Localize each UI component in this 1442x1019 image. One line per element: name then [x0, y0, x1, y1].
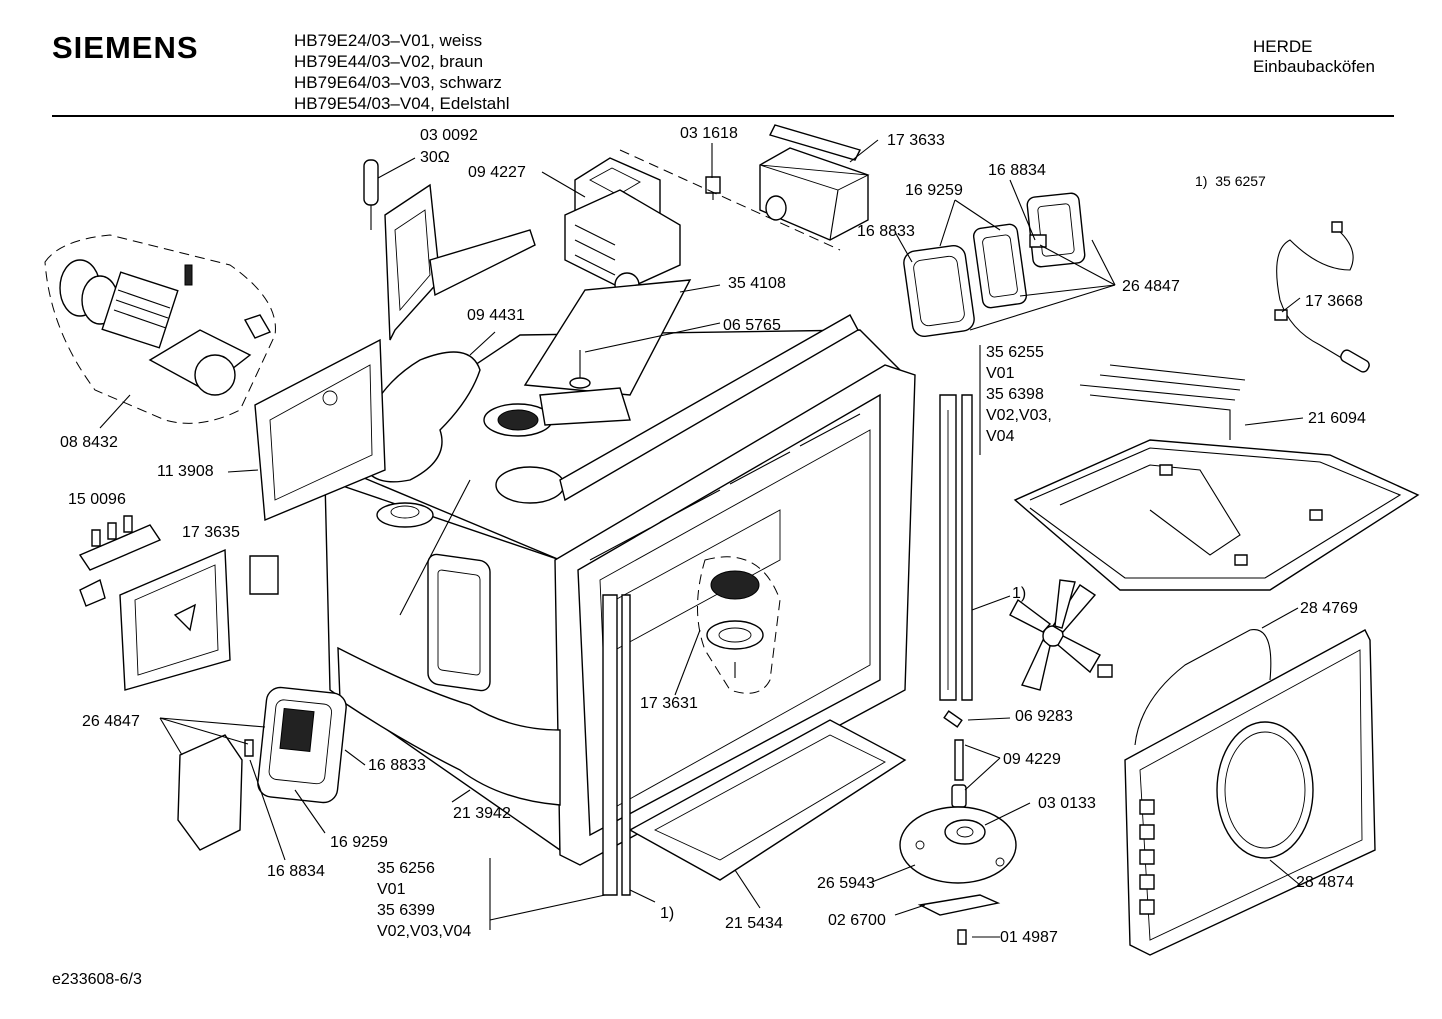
part-label-213942: 21 3942: [453, 805, 511, 822]
rear-fan-cover: [1125, 630, 1375, 955]
header-divider: [52, 115, 1394, 117]
capacitor-box-173633: [760, 125, 868, 240]
part-label-026700: 02 6700: [828, 912, 886, 929]
footnote-ref-bottom: 1): [660, 905, 675, 922]
stack-line: V01: [986, 365, 1015, 382]
part-label-173633: 17 3633: [887, 132, 945, 149]
fan-motor-088432: [45, 235, 275, 423]
stack-line: V02,V03,: [986, 407, 1052, 424]
part-label-069283: 06 9283: [1015, 708, 1073, 725]
thermal-fuse-030092: [364, 160, 535, 340]
footnote-ref-right: 1): [1012, 585, 1027, 602]
part-label-088432: 08 8432: [60, 434, 118, 451]
right-seal-strip: [940, 395, 972, 700]
stack-line: 35 6399: [377, 902, 435, 919]
product-category: HERDE Einbaubacköfen: [1253, 37, 1375, 77]
part-label-030092: 03 0092: [420, 127, 478, 144]
part-label-284874: 28 4874: [1296, 874, 1354, 891]
fan-drive-parts: [900, 711, 1016, 944]
stack-line: V02,V03,V04: [377, 923, 472, 940]
footnote: 1) 35 6257: [1195, 171, 1266, 191]
part-label-014987: 01 4987: [1000, 929, 1058, 946]
part-label-264847-top: 26 4847: [1122, 278, 1180, 295]
document-id: e233608-6/3: [52, 971, 142, 988]
model-line: HB79E64/03–V03, schwarz: [294, 73, 502, 92]
convection-fan-173631: [698, 557, 781, 694]
part-label-031618: 03 1618: [680, 125, 738, 142]
footnote-marker: 1): [1195, 173, 1208, 189]
part-label-169259-left: 16 9259: [330, 834, 388, 851]
part-label-065765: 06 5765: [723, 317, 781, 334]
part-label-264847-left: 26 4847: [82, 713, 140, 730]
part-label-168833-top: 16 8833: [857, 223, 915, 240]
brand-logo: SIEMENS: [52, 30, 199, 65]
dash-leader: [620, 150, 840, 250]
model-line: HB79E44/03–V02, braun: [294, 52, 484, 71]
part-label-113908: 11 3908: [157, 463, 214, 480]
part-label-173631: 17 3631: [640, 695, 698, 712]
transformer-094227: [565, 158, 680, 297]
fan-wheel: [1010, 580, 1112, 690]
temperature-sensor-173668: [1275, 222, 1371, 374]
lamp-assembly-left: [178, 686, 348, 850]
model-line: HB79E54/03–V04, Edelstahl: [294, 94, 510, 113]
footnote-part: 35 6257: [1215, 173, 1266, 189]
part-label-215434: 21 5434: [725, 915, 783, 932]
part-label-173635: 17 3635: [182, 524, 240, 541]
stack-line: 35 6255: [986, 344, 1044, 361]
model-list: HB79E24/03–V01, weiss HB79E44/03–V02, br…: [294, 30, 510, 114]
part-label-354108: 35 4108: [728, 275, 786, 292]
stack-line: 35 6256: [377, 860, 435, 877]
stack-line: V01: [377, 881, 406, 898]
part-label-094229: 09 4229: [1003, 751, 1061, 768]
plate-354108: [525, 280, 690, 425]
left-seal-part-numbers: 35 6256 V01 35 6399 V02,V03,V04: [377, 858, 471, 942]
part-label-168833-left: 16 8833: [368, 757, 426, 774]
lamp-assembly-top: [902, 192, 1085, 337]
control-board-bracket: [120, 550, 278, 690]
part-label-30-ohm: 30Ω: [420, 149, 450, 166]
leader-lines: [100, 140, 1303, 937]
terminal-block-150096: [80, 516, 160, 606]
part-label-169259-top: 16 9259: [905, 182, 963, 199]
part-label-150096: 15 0096: [68, 491, 126, 508]
part-label-030133: 03 0133: [1038, 795, 1096, 812]
left-panel-113908: [255, 340, 385, 520]
stack-line: V04: [986, 428, 1015, 445]
grill-heater-216094: [1015, 365, 1418, 590]
category-line-2: Einbaubacköfen: [1253, 57, 1375, 76]
part-label-168834-left: 16 8834: [267, 863, 325, 880]
left-seal-strip: [603, 595, 630, 895]
part-label-173668: 17 3668: [1305, 293, 1363, 310]
stack-line: 35 6398: [986, 386, 1044, 403]
model-line: HB79E24/03–V01, weiss: [294, 31, 483, 50]
part-label-216094: 21 6094: [1308, 410, 1366, 427]
right-seal-part-numbers: 35 6255 V01 35 6398 V02,V03, V04: [986, 342, 1052, 447]
part-label-265943: 26 5943: [817, 875, 875, 892]
part-label-094227: 09 4227: [468, 164, 526, 181]
category-line-1: HERDE: [1253, 37, 1313, 56]
part-label-284769: 28 4769: [1300, 600, 1358, 617]
part-label-168834-top: 16 8834: [988, 162, 1046, 179]
part-label-094431: 09 4431: [467, 307, 525, 324]
relay-031618: [706, 177, 720, 200]
